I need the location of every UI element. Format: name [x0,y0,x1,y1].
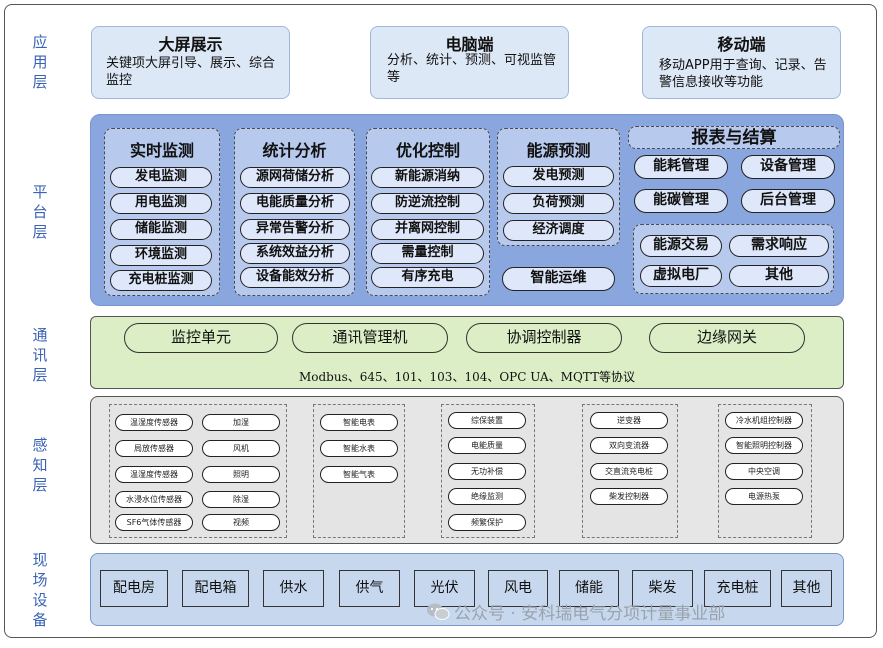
item-pill: 负荷预测 [503,193,614,214]
sensor-pill: 交直流充电桩 [590,463,668,480]
app-card-desc: 移动APP用于查询、记录、告警信息接收等功能 [659,58,827,90]
sensor-pill: 水浸水位传感器 [115,491,193,508]
item-pill: 充电桩监测 [110,270,212,291]
layer-label-field: 现场设备 [32,551,48,629]
item-pill: 新能源消纳 [371,167,484,188]
sensor-pill: 局放传感器 [115,440,193,457]
field-device: 其他 [781,570,832,607]
app-card-pc: 电脑端 分析、统计、预测、可视监管等 [370,26,569,99]
group-report-title-bar: 报表与结算 [628,126,840,149]
sensor-pill: 智能气表 [320,466,398,483]
app-card-large-screen: 大屏展示 关键项大屏引导、展示、综合监控 [91,26,290,99]
item-pill: 能碳管理 [634,189,728,213]
layer-label-perception: 感知层 [32,436,48,494]
app-card-title: 电脑端 [445,35,494,54]
diagram-frame [4,4,877,638]
item-pill: 需求响应 [729,235,829,257]
item-pill: 系统效益分析 [240,243,350,264]
sensor-pill: SF6气体传感器 [115,514,193,531]
comm-unit-manager: 通讯管理机 [292,323,448,353]
field-device: 供气 [339,570,400,607]
sensor-pill: 照明 [202,466,280,483]
field-device: 充电桩 [704,570,771,607]
sensor-pill: 智能电表 [320,414,398,431]
app-card-desc: 关键项大屏引导、展示、综合监控 [106,56,276,88]
item-pill: 源网荷储分析 [240,167,350,188]
sensor-pill: 温湿度传感器 [115,414,193,431]
sensor-pill: 双向变流器 [590,437,668,454]
item-pill: 异常告警分析 [240,219,350,240]
layer-label-comm: 通讯层 [32,326,48,384]
field-device: 风电 [488,570,548,607]
item-pill: 环境监测 [110,245,212,266]
layer-label-platform: 平台层 [32,183,48,241]
field-device: 柴发 [632,570,693,607]
sensor-pill: 逆变器 [590,412,668,429]
group-title: 统计分析 [262,141,327,160]
sensor-pill: 冷水机组控制器 [725,412,803,429]
comm-unit-monitor: 监控单元 [124,323,278,353]
sensor-pill: 柴发控制器 [590,488,668,505]
sensor-pill: 除湿 [202,491,280,508]
app-card-title: 移动端 [717,35,766,54]
protocol-text: Modbus、645、101、103、104、OPC UA、MQTT等协议 [298,370,636,384]
sensor-pill: 温湿度传感器 [115,466,193,483]
sensor-pill: 智能照明控制器 [725,437,803,454]
item-pill: 并离网控制 [371,219,484,240]
group-title: 实时监测 [129,141,194,160]
item-pill: 其他 [729,265,829,287]
item-pill: 经济调度 [503,220,614,241]
sensor-pill: 风机 [202,440,280,457]
app-card-mobile: 移动端 移动APP用于查询、记录、告警信息接收等功能 [642,26,841,99]
item-pill: 设备管理 [741,155,835,179]
item-pill: 电能质量分析 [240,193,350,214]
field-device: 配电房 [100,570,168,607]
item-pill: 能耗管理 [634,155,728,179]
sensor-pill: 无功补偿 [448,463,526,480]
sensor-pill: 电源热泵 [725,488,803,505]
sensor-pill: 频繁保护 [448,514,526,531]
app-card-title: 大屏展示 [158,35,223,54]
watermark-text: 公众号 · 安科瑞电气分项计量事业部 [454,604,726,624]
wechat-icon [426,602,450,627]
field-device: 光伏 [414,570,475,607]
item-pill: 需量控制 [371,243,484,264]
sensor-pill: 智能水表 [320,440,398,457]
app-card-desc: 分析、统计、预测、可视监管等 [387,53,557,85]
item-pill: 防逆流控制 [371,193,484,214]
sensor-pill: 视频 [202,514,280,531]
item-pill: 发电预测 [503,166,614,187]
sensor-pill: 绝缘监测 [448,488,526,505]
group-title: 报表与结算 [691,128,777,148]
sensor-pill: 中央空调 [725,463,803,480]
sensor-pill: 加湿 [202,414,280,431]
comm-unit-coordinator: 协调控制器 [466,323,622,353]
field-device: 储能 [559,570,619,607]
item-pill: 虚拟电厂 [640,265,722,287]
group-title: 能源预测 [526,141,591,160]
field-device: 配电箱 [182,570,249,607]
item-pill: 设备能效分析 [240,267,350,288]
watermark: 公众号 · 安科瑞电气分项计量事业部 [426,599,725,627]
item-pill: 能源交易 [640,235,722,257]
item-pill: 发电监测 [110,167,212,188]
smart-ops-pill: 智能运维 [502,267,615,291]
sensor-pill: 电能质量 [448,437,526,454]
group-title: 优化控制 [395,141,460,160]
item-pill: 用电监测 [110,193,212,214]
item-pill: 后台管理 [741,189,835,213]
field-device: 供水 [263,570,324,607]
item-pill: 有序充电 [371,267,484,288]
item-pill: 储能监测 [110,219,212,240]
sensor-pill: 综保装置 [448,412,526,429]
layer-label-app: 应用层 [32,33,48,91]
comm-unit-gateway: 边缘网关 [649,323,805,353]
